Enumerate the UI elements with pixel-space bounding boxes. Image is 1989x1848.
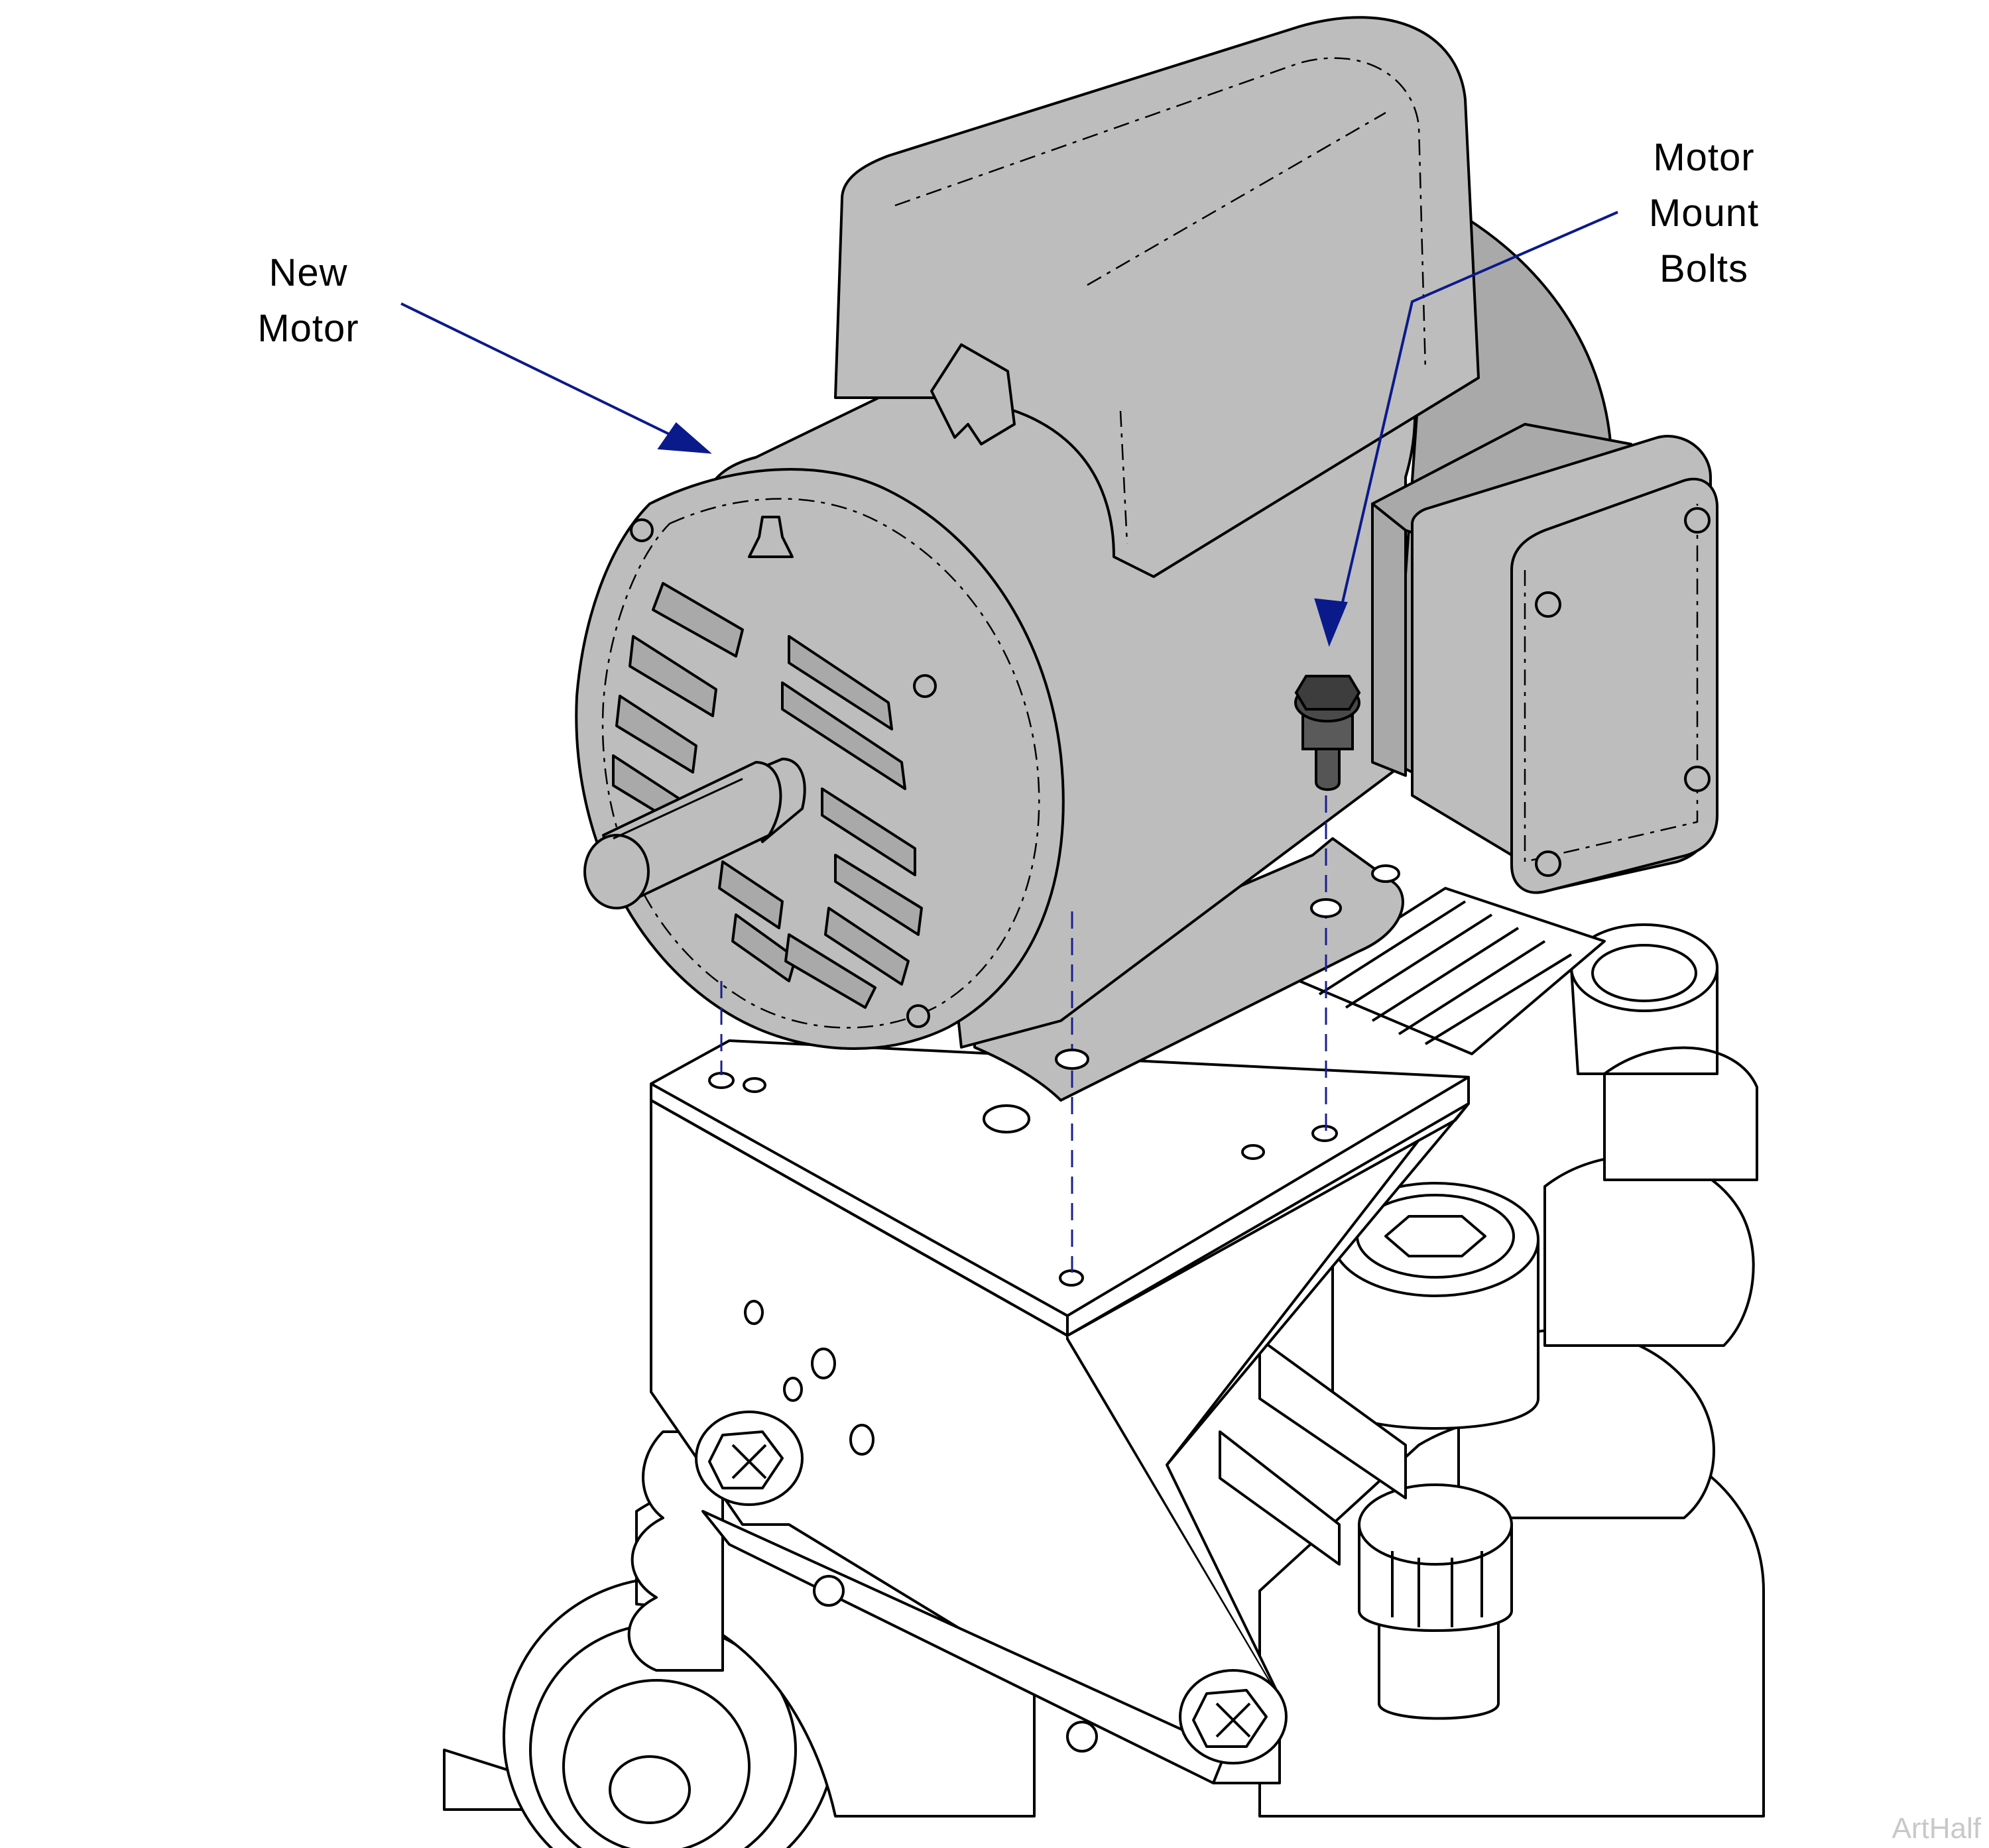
callout-new-motor-line2: Motor [257, 307, 359, 350]
top-housing-hidden [894, 57, 1427, 372]
brace [1258, 1338, 1407, 1499]
callout-new-motor-line1: New [269, 251, 348, 294]
terminal-box-screws [1535, 507, 1711, 877]
port-neck [1570, 967, 1718, 1075]
motor-base [973, 837, 1404, 1102]
callout-bolts-line2: Mount [1648, 192, 1760, 235]
bracket-gusset [1067, 1102, 1470, 1698]
front-bell-rim [601, 498, 1040, 1029]
plate-holes [708, 1072, 1338, 1287]
face-holes [744, 1300, 1098, 1753]
motor-mount-bolt [1294, 675, 1361, 791]
conduit-clip [930, 343, 1016, 445]
callout-bolts-line1: Motor [1653, 136, 1755, 179]
callout-bolts-line3: Bolts [1659, 247, 1748, 290]
lower-assembly [443, 887, 1765, 1848]
bellows [1298, 887, 1606, 1055]
mounting-bracket [650, 1039, 1470, 1784]
motor-foot-holes [1055, 864, 1400, 1070]
motor-top-housing [834, 16, 1480, 578]
bracket-hex-bolt-left [695, 1411, 804, 1506]
bell-bolts [630, 518, 937, 1028]
callout-new-motor: New Motor [229, 245, 388, 357]
terminal-box-front [1510, 477, 1718, 894]
watermark: ArtHalf [1892, 1812, 1981, 1845]
leader-mount-bolts [1314, 211, 1618, 647]
callout-motor-mount-bolts: Motor Mount Bolts [1618, 130, 1790, 297]
motor-shaft [583, 758, 806, 909]
ribbed-housing-left [627, 1430, 724, 1672]
terminal-box-side [1371, 502, 1407, 777]
grease-fitting [748, 516, 794, 558]
bracket-hex-bolt-right [1179, 1669, 1288, 1764]
leader-new-motor [400, 302, 712, 454]
port-ring-inner [1591, 944, 1697, 1002]
manifold-lobe-2 [1543, 1155, 1755, 1347]
alignment-lines [720, 795, 1327, 1273]
motor [575, 16, 1718, 1102]
oil-cap [1358, 1483, 1513, 1720]
brace-lower [1219, 1430, 1341, 1566]
manifold-lobe-3 [1603, 1046, 1758, 1181]
